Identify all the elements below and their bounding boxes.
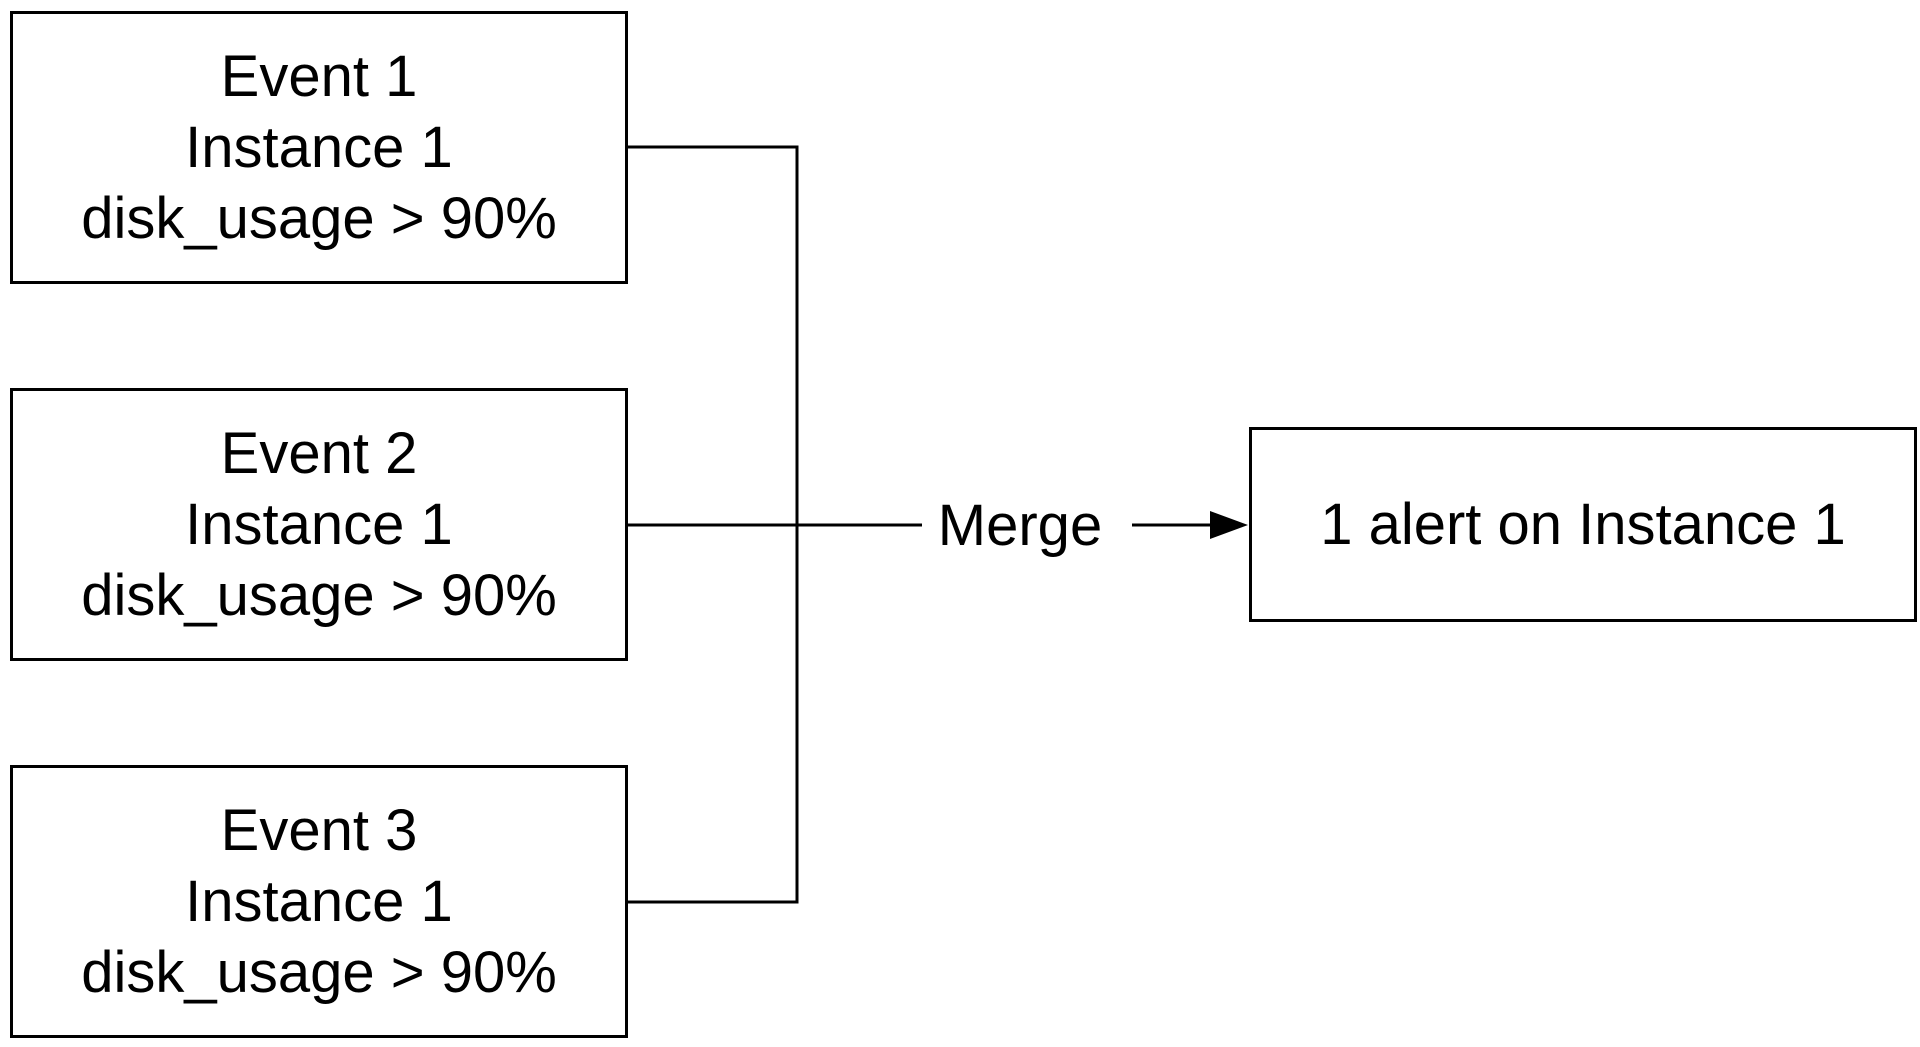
- alert-result-label: 1 alert on Instance 1: [1320, 492, 1846, 557]
- event-2-condition: disk_usage > 90%: [81, 563, 557, 628]
- event-3-title: Event 3: [220, 798, 418, 863]
- merge-label: Merge: [937, 493, 1103, 558]
- event-2-box: Event 2 Instance 1 disk_usage > 90%: [10, 388, 628, 661]
- event-3-instance: Instance 1: [185, 869, 453, 934]
- event-3-box: Event 3 Instance 1 disk_usage > 90%: [10, 765, 628, 1038]
- event-2-instance: Instance 1: [185, 492, 453, 557]
- event-2-title: Event 2: [220, 421, 418, 486]
- event-3-condition: disk_usage > 90%: [81, 940, 557, 1005]
- alert-result-box: 1 alert on Instance 1: [1249, 427, 1917, 622]
- merge-arrowhead: [1210, 511, 1248, 539]
- event-1-box: Event 1 Instance 1 disk_usage > 90%: [10, 11, 628, 284]
- event-1-title: Event 1: [220, 44, 418, 109]
- event-1-instance: Instance 1: [185, 115, 453, 180]
- event-1-condition: disk_usage > 90%: [81, 186, 557, 251]
